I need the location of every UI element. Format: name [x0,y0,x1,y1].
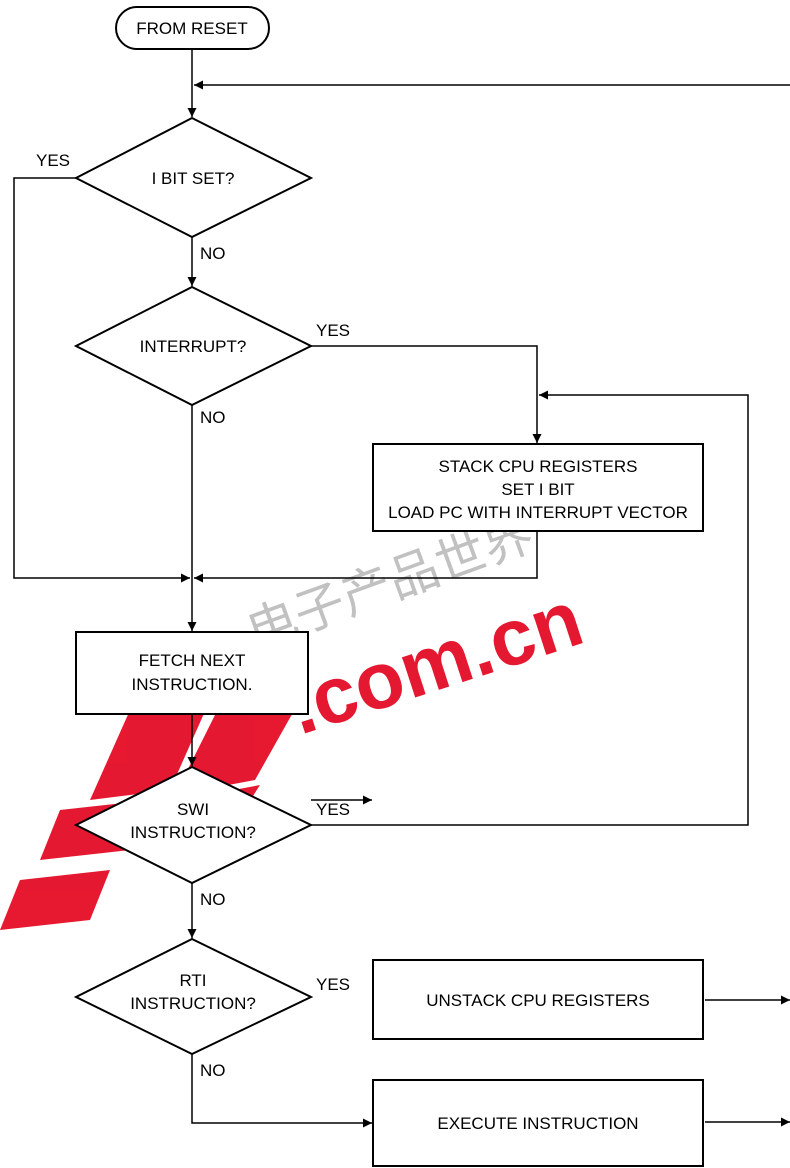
decision-swi: SWI INSTRUCTION? YES NO [73,765,350,909]
decision-rti: RTI INSTRUCTION? YES NO [73,937,350,1080]
process-stack: STACK CPU REGISTERS SET I BIT LOAD PC WI… [372,443,704,532]
decision-ibit-label: I BIT SET? [152,169,235,188]
decision-swi-line1: SWI [177,800,209,819]
process-fetch-line1: FETCH NEXT [139,651,246,670]
process-unstack: UNSTACK CPU REGISTERS [372,959,704,1040]
process-stack-line3: LOAD PC WITH INTERRUPT VECTOR [388,503,688,522]
decision-interrupt-no: NO [200,408,226,427]
decision-ibit-no: NO [200,244,226,263]
process-stack-line1: STACK CPU REGISTERS [439,457,638,476]
process-unstack-label: UNSTACK CPU REGISTERS [426,991,650,1010]
decision-swi-line2: INSTRUCTION? [130,823,256,842]
decision-ibit: I BIT SET? YES NO [36,116,314,263]
process-execute-label: EXECUTE INSTRUCTION [437,1114,638,1133]
watermark: .com.cn 电子产品世界 [0,504,593,930]
process-execute: EXECUTE INSTRUCTION [372,1079,704,1167]
start-terminal: FROM RESET [115,6,270,50]
process-fetch-line2: INSTRUCTION. [132,675,253,694]
decision-rti-no: NO [200,1061,226,1080]
process-stack-line2: SET I BIT [501,480,574,499]
decision-swi-no: NO [200,890,226,909]
decision-swi-yes: YES [316,800,350,819]
decision-rti-yes: YES [316,975,350,994]
connectors [13,50,790,1128]
decision-interrupt: INTERRUPT? YES NO [73,285,350,427]
decision-rti-line2: INSTRUCTION? [130,994,256,1013]
decision-rti-line1: RTI [179,971,206,990]
process-fetch: FETCH NEXT INSTRUCTION. [75,631,309,715]
decision-interrupt-yes: YES [316,321,350,340]
decision-interrupt-label: INTERRUPT? [140,337,247,356]
decision-ibit-yes: YES [36,151,70,170]
start-label: FROM RESET [136,19,247,38]
